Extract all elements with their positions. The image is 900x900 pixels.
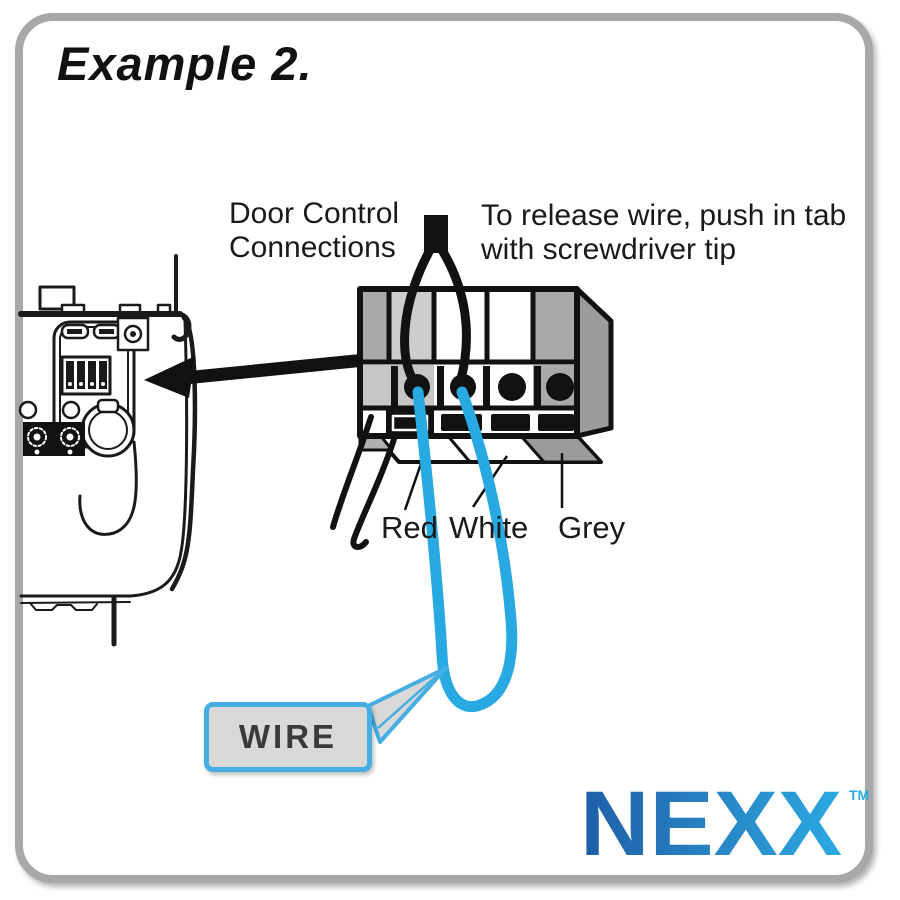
- block-right-face: [574, 286, 614, 439]
- release-line2: with screwdriver tip: [481, 233, 737, 266]
- unit-bracket-hole: [123, 324, 143, 344]
- callout-tail: [366, 666, 448, 744]
- nexx-logo: NEXX TM: [580, 773, 869, 875]
- unit-lens: [18, 400, 38, 420]
- blue-wire-loop: [412, 386, 518, 713]
- garage-opener-unit: [18, 254, 198, 647]
- adjuster-knobs: [27, 427, 80, 455]
- terminal-3: [498, 373, 526, 401]
- loose-black-wires: [330, 414, 398, 550]
- terminal-block: [357, 286, 614, 464]
- unit-button-slot: [99, 329, 114, 334]
- release-tab-4: [538, 414, 574, 431]
- door-control-line2: Connections: [229, 231, 396, 264]
- unit-bracket-pin: [130, 331, 136, 337]
- dip-switch-dots: [68, 382, 105, 386]
- release-line1: To release wire, push in tab: [481, 199, 847, 232]
- dip-switches: [66, 361, 107, 389]
- wire-callout: WIRE: [204, 702, 372, 772]
- door-control-line1: Door Control: [229, 197, 400, 230]
- unit-light-tab: [96, 398, 120, 414]
- unit-recess-lobe: [78, 440, 138, 536]
- release-instruction-label: To release wire, push in tab with screwd…: [481, 199, 846, 267]
- nexx-trademark: TM: [849, 787, 869, 803]
- wire-color-grey: Grey: [558, 510, 626, 545]
- unit-mount-tabs: [29, 602, 98, 611]
- release-tab-3: [491, 414, 530, 431]
- door-control-label: Door Control Connections: [229, 197, 399, 265]
- black-jumper-wire: [400, 215, 471, 391]
- wire-callout-label: WIRE: [238, 718, 338, 755]
- arrow-icon: [144, 354, 360, 398]
- unit-lens: [61, 400, 81, 420]
- antenna-wire: [169, 315, 198, 592]
- unit-top-box: [38, 285, 76, 311]
- terminal-clamp-bars: [391, 366, 541, 406]
- page-title: Example 2.: [57, 37, 313, 90]
- wire-color-white: White: [449, 510, 529, 545]
- nexx-logo-text: NEXX: [580, 773, 842, 875]
- unit-button-slot: [67, 329, 82, 334]
- wire-color-red: Red: [381, 510, 438, 545]
- terminal-4: [546, 373, 574, 401]
